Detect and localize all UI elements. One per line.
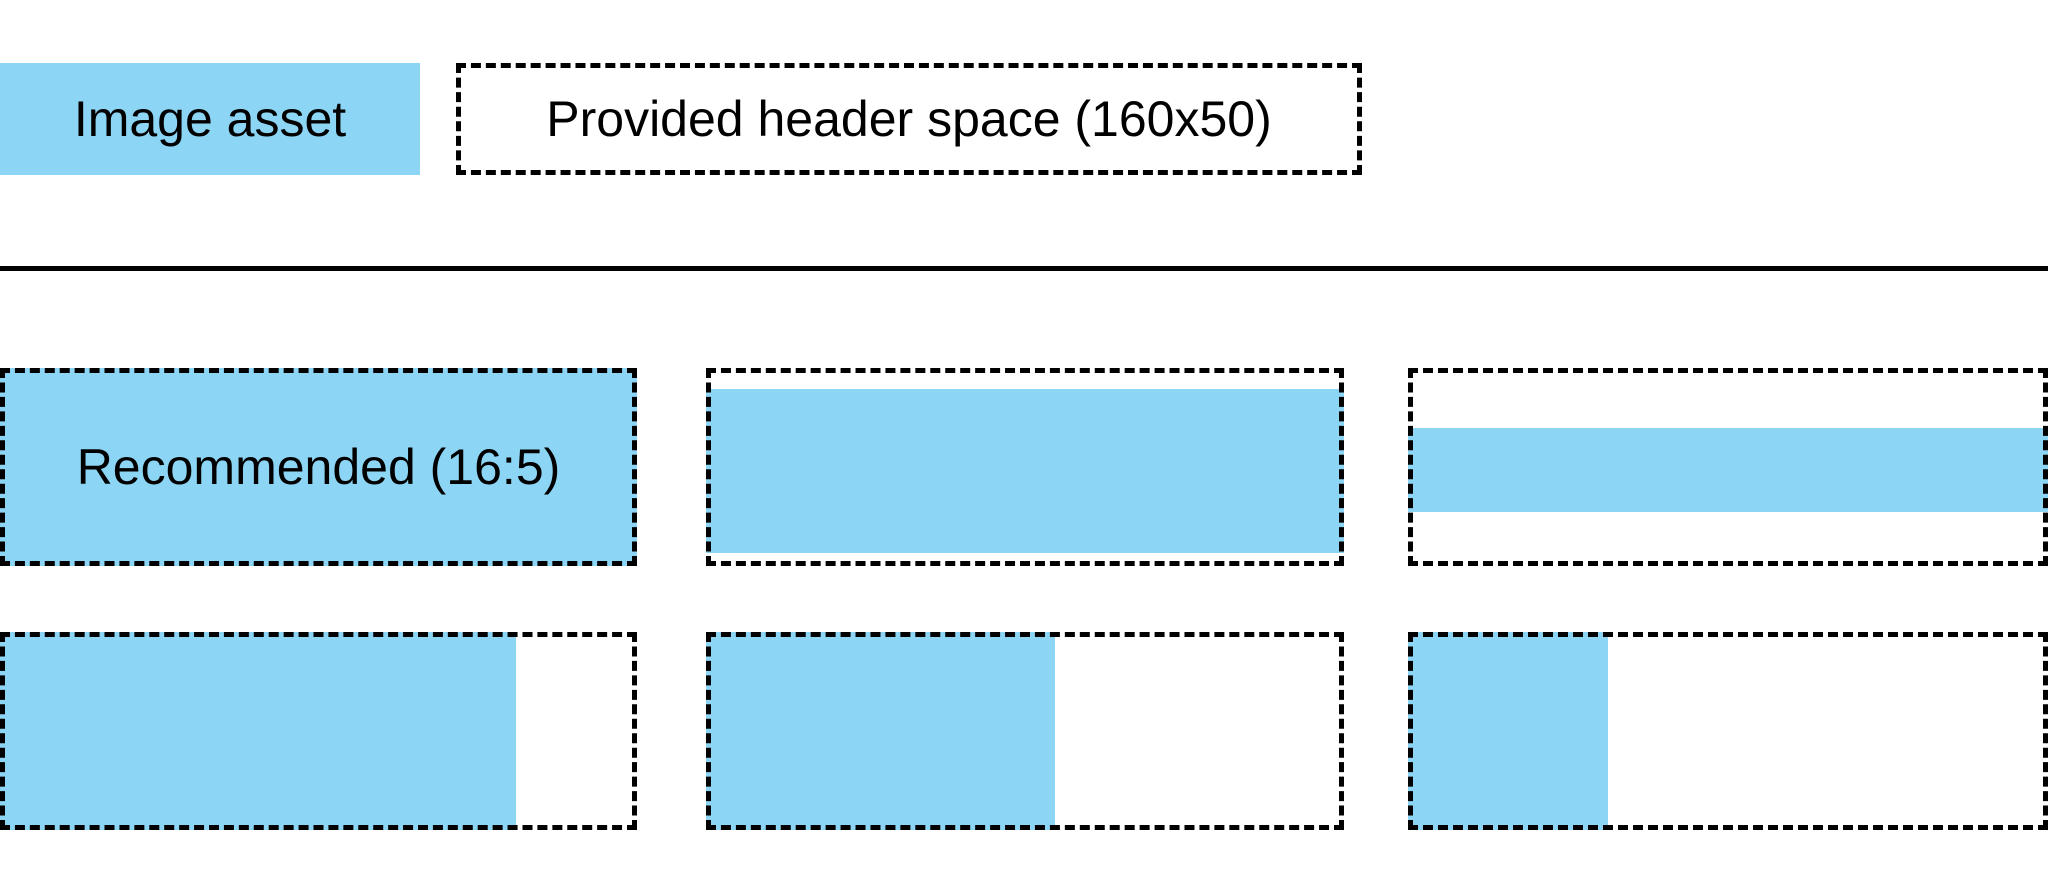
image-asset-fill [1408, 428, 2048, 512]
demo-box-left-81 [0, 632, 637, 830]
image-asset-fill [0, 368, 637, 566]
legend-header-space-box: Provided header space (160x50) [456, 63, 1362, 175]
demo-box-left-55 [706, 632, 1344, 830]
demo-box-horizontal-band [1408, 368, 2048, 566]
demo-box-recommended: Recommended (16:5) [0, 368, 637, 566]
image-asset-fill [706, 632, 1055, 830]
demo-box-left-31 [1408, 632, 2048, 830]
recommended-label: Recommended (16:5) [76, 439, 561, 495]
legend-image-asset-label: Image asset [73, 91, 347, 147]
legend-header-space-label: Provided header space (160x50) [546, 91, 1272, 147]
section-divider [0, 266, 2048, 271]
legend-image-asset-swatch: Image asset [0, 63, 420, 175]
image-asset-fill [706, 389, 1344, 553]
image-asset-fill [1408, 632, 1608, 830]
demo-box-letterboxed [706, 368, 1344, 566]
image-asset-fill [0, 632, 516, 830]
